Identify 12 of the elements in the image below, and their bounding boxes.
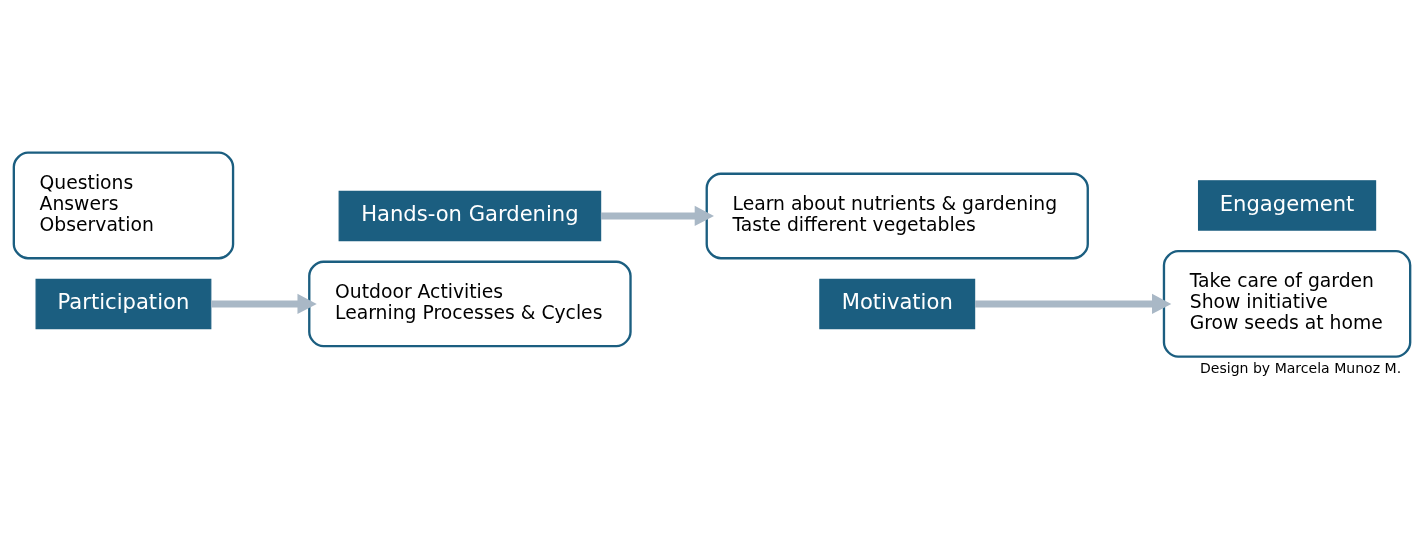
arrow (211, 293, 317, 315)
node-box: Participation (35, 278, 212, 330)
caption: Design by Marcela Munoz M. (1199, 359, 1402, 376)
node-box: Questions Answers Observation (12, 151, 235, 260)
node-box: Outdoor Activities Learning Processes & Cycles (308, 260, 632, 348)
node-box: Engagement (1197, 180, 1377, 231)
node-box: Motivation (819, 278, 976, 330)
arrow (600, 205, 714, 227)
node-box: Take care of garden Show initiative Grow seeds at home (1162, 250, 1412, 358)
node-box: Learn about nutrients & gardening Taste different vegetables (705, 172, 1089, 260)
arrow (974, 293, 1172, 315)
node-box: Hands-on Gardening (338, 190, 602, 242)
